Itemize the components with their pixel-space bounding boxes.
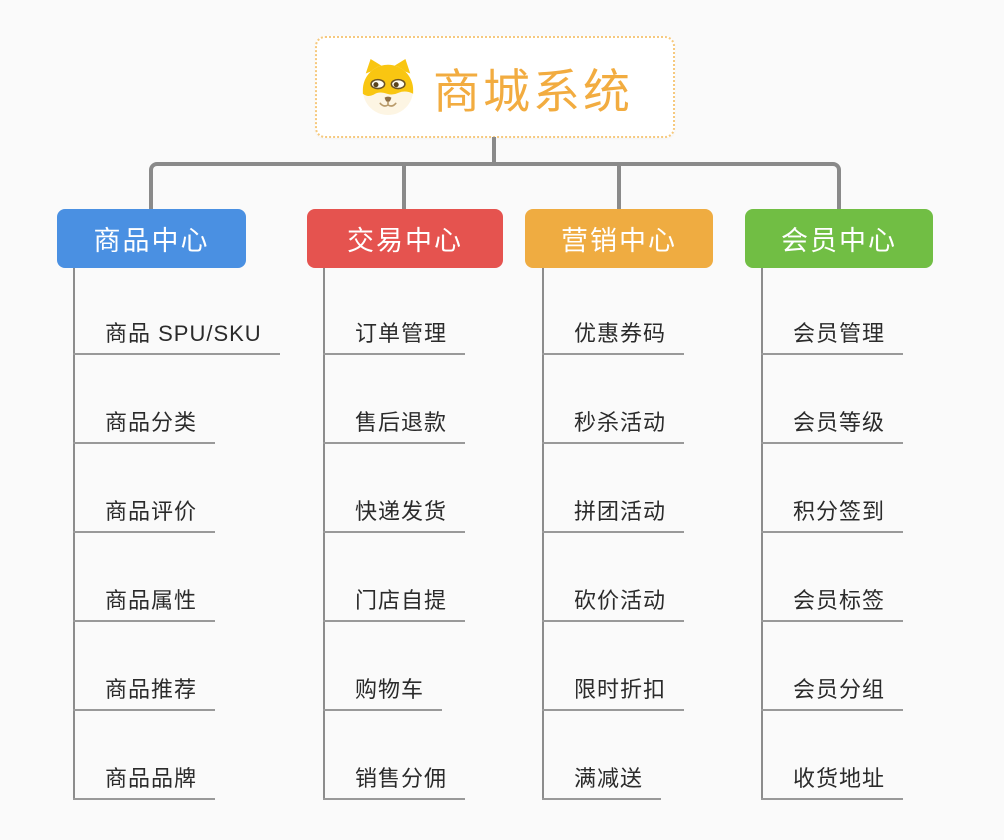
leaf-item[interactable]: 限时折扣 <box>542 677 685 711</box>
leaf-item[interactable]: 满减送 <box>542 766 662 800</box>
connector-root-stub <box>492 137 496 166</box>
connector-drop-trade <box>402 166 406 210</box>
leaf-item[interactable]: 商品分类 <box>73 410 216 444</box>
leaf-item[interactable]: 门店自提 <box>323 588 466 622</box>
branch-node-trade-center[interactable]: 交易中心 <box>307 209 503 268</box>
leaf-item[interactable]: 砍价活动 <box>542 588 685 622</box>
leaf-item[interactable]: 商品属性 <box>73 588 216 622</box>
branch-column-product: 商品 SPU/SKU 商品分类 商品评价 商品属性 商品推荐 商品品牌 <box>73 268 323 800</box>
leaf-item[interactable]: 收货地址 <box>761 766 904 800</box>
leaf-item[interactable]: 订单管理 <box>323 321 466 355</box>
branch-column-marketing: 优惠券码 秒杀活动 拼团活动 砍价活动 限时折扣 满减送 <box>542 268 792 800</box>
leaf-item[interactable]: 商品 SPU/SKU <box>73 321 280 355</box>
connector-bus <box>149 162 841 210</box>
leaf-item[interactable]: 售后退款 <box>323 410 466 444</box>
leaf-item[interactable]: 会员分组 <box>761 677 904 711</box>
leaf-item[interactable]: 会员管理 <box>761 321 904 355</box>
dog-face-icon <box>362 58 414 116</box>
leaf-item[interactable]: 商品推荐 <box>73 677 216 711</box>
leaf-item[interactable]: 快递发货 <box>323 499 466 533</box>
root-node-title: 商城系统 <box>433 64 633 118</box>
leaf-item[interactable]: 商品品牌 <box>73 766 216 800</box>
branch-column-member: 会员管理 会员等级 积分签到 会员标签 会员分组 收货地址 <box>761 268 1004 800</box>
leaf-item[interactable]: 秒杀活动 <box>542 410 685 444</box>
root-node-mall-system[interactable]: 商城系统 <box>315 36 675 138</box>
leaf-item[interactable]: 积分签到 <box>761 499 904 533</box>
connector-drop-marketing <box>617 166 621 210</box>
leaf-item[interactable]: 销售分佣 <box>323 766 466 800</box>
leaf-item[interactable]: 购物车 <box>323 677 443 711</box>
branch-node-product-center[interactable]: 商品中心 <box>57 209 246 268</box>
branch-node-marketing-center[interactable]: 营销中心 <box>525 209 713 268</box>
leaf-item[interactable]: 会员等级 <box>761 410 904 444</box>
branch-node-member-center[interactable]: 会员中心 <box>745 209 933 268</box>
leaf-item[interactable]: 会员标签 <box>761 588 904 622</box>
leaf-item[interactable]: 拼团活动 <box>542 499 685 533</box>
leaf-item[interactable]: 优惠券码 <box>542 321 685 355</box>
leaf-item[interactable]: 商品评价 <box>73 499 216 533</box>
branch-column-trade: 订单管理 售后退款 快递发货 门店自提 购物车 销售分佣 <box>323 268 573 800</box>
